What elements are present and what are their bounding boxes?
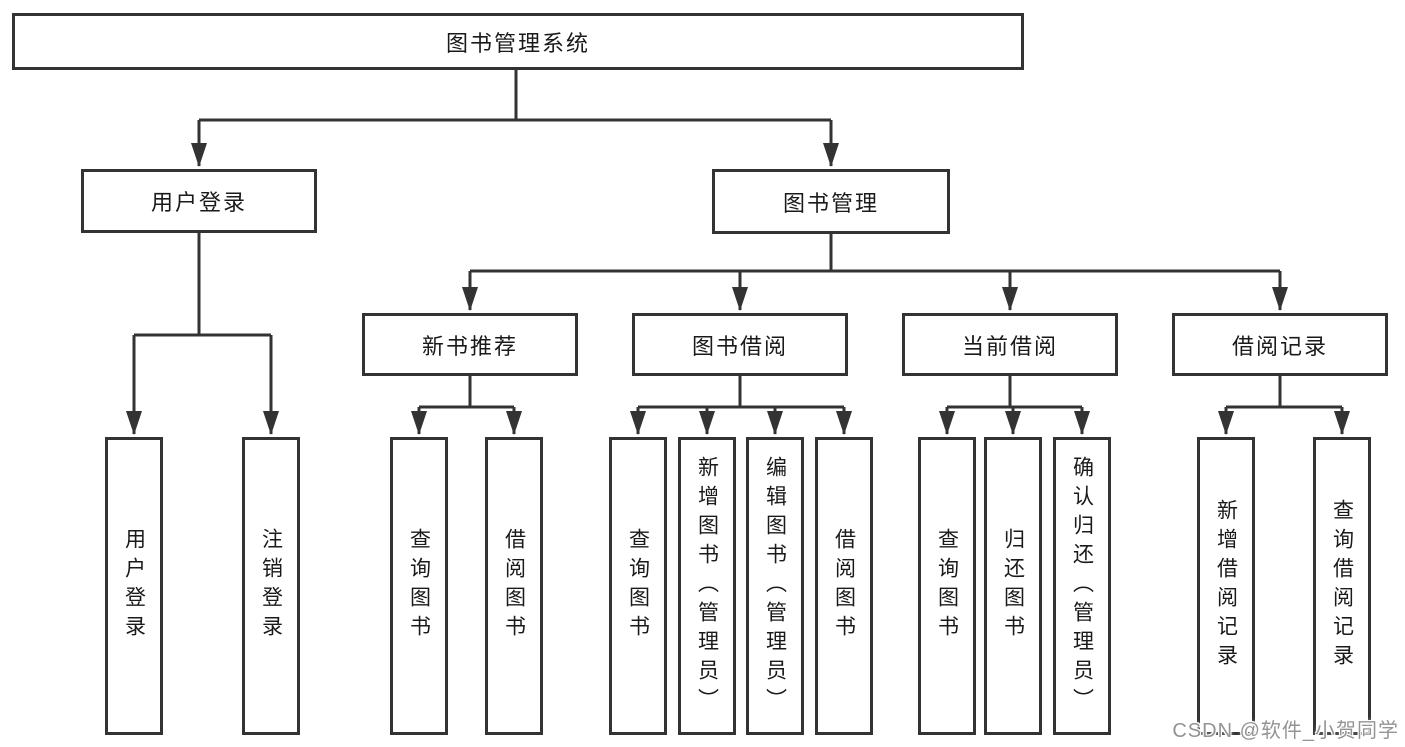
- node-label: 新增借阅记录: [1214, 499, 1238, 673]
- node-leaf-add-borrow-record: 新增借阅记录: [1197, 437, 1255, 735]
- node-label: 用户登录: [150, 190, 247, 215]
- node-current-borrowing: 当前借阅: [902, 313, 1118, 376]
- node-user-login: 用户登录: [81, 169, 317, 233]
- node-label: 图书管理系统: [445, 30, 590, 56]
- node-label: 归还图书: [1001, 528, 1025, 644]
- node-leaf-add-books-admin: 新增图书（管理员）: [678, 437, 736, 735]
- node-label: 注销登录: [259, 528, 283, 644]
- node-borrowing-records: 借阅记录: [1172, 313, 1388, 376]
- node-leaf-query-books-current: 查询图书: [918, 437, 976, 735]
- node-leaf-query-books-borrow: 查询图书: [609, 437, 667, 735]
- node-leaf-borrow-books-recommend: 借阅图书: [485, 437, 543, 735]
- node-label: 借阅记录: [1231, 333, 1328, 359]
- watermark: CSDN @软件_小贺同学: [1172, 720, 1399, 742]
- node-label: 新增图书（管理员）: [695, 455, 719, 717]
- node-new-book-recommendation: 新书推荐: [362, 313, 578, 376]
- node-label: 查询图书: [935, 528, 959, 644]
- node-leaf-logout: 注销登录: [242, 437, 300, 735]
- node-label: 新书推荐: [421, 333, 518, 359]
- node-label: 借阅图书: [502, 528, 526, 644]
- node-leaf-query-books-recommend: 查询图书: [390, 437, 448, 735]
- node-leaf-query-borrow-record: 查询借阅记录: [1313, 437, 1371, 735]
- node-leaf-borrow-books: 借阅图书: [815, 437, 873, 735]
- node-leaf-confirm-return-admin: 确认归还（管理员）: [1053, 437, 1111, 735]
- node-leaf-user-login: 用户登录: [105, 437, 163, 735]
- node-label: 查询图书: [407, 528, 431, 644]
- node-label: 借阅图书: [832, 528, 856, 644]
- node-book-management: 图书管理: [712, 169, 950, 234]
- node-label: 图书管理: [782, 190, 879, 216]
- node-root-book-management-system: 图书管理系统: [12, 13, 1024, 70]
- node-label: 查询图书: [626, 528, 650, 644]
- node-label: 当前借阅: [961, 333, 1058, 359]
- node-label: 用户登录: [122, 528, 146, 644]
- node-book-borrowing: 图书借阅: [632, 313, 848, 376]
- node-leaf-edit-books-admin: 编辑图书（管理员）: [746, 437, 804, 735]
- node-label: 确认归还（管理员）: [1070, 455, 1094, 717]
- node-leaf-return-books: 归还图书: [984, 437, 1042, 735]
- node-label: 编辑图书（管理员）: [763, 455, 787, 717]
- node-label: 图书借阅: [691, 333, 788, 359]
- node-label: 查询借阅记录: [1330, 499, 1354, 673]
